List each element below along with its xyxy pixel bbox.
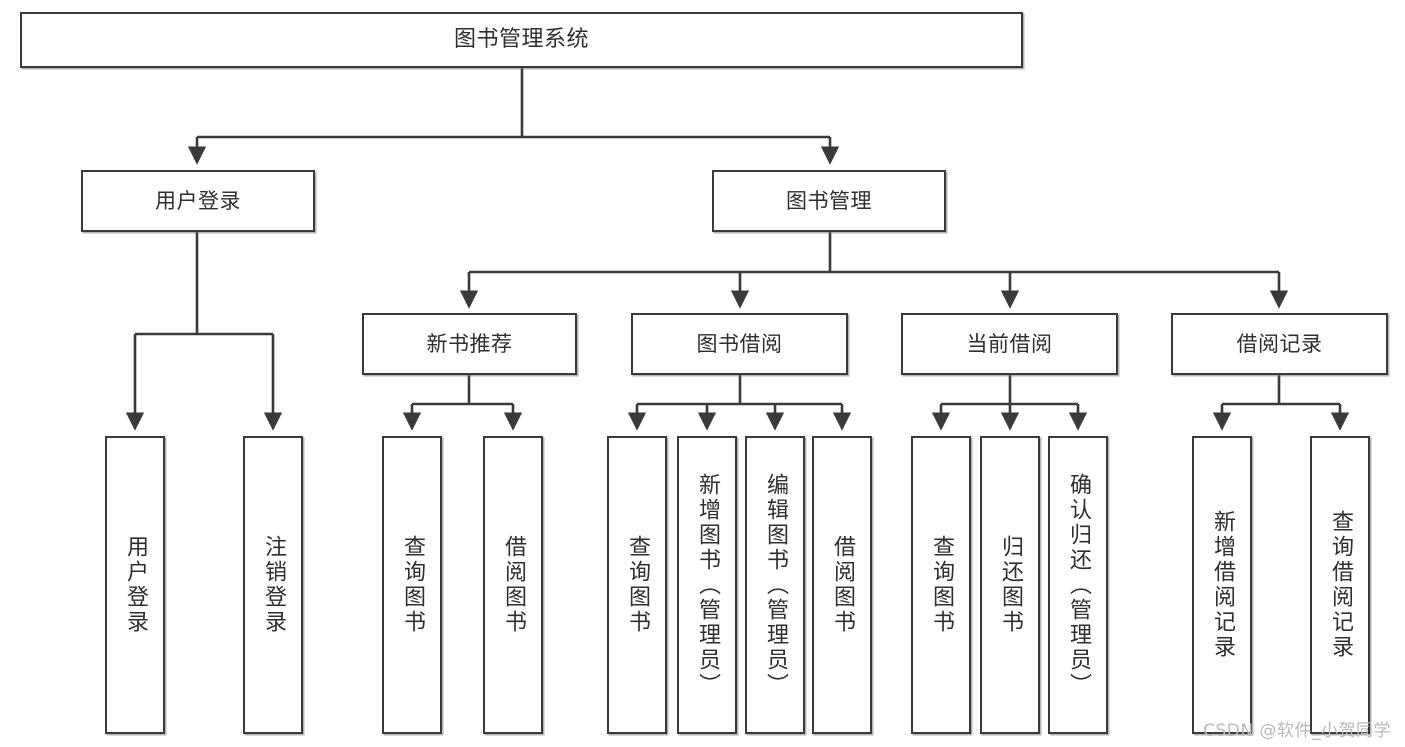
node-user-login[interactable]: 用户登录 (81, 170, 315, 232)
leaf-new-book-borrow-book[interactable]: 借阅图书 (483, 436, 543, 734)
node-label: 新书推荐 (426, 331, 513, 356)
leaf-borrow-record-query-record[interactable]: 查询借阅记录 (1310, 436, 1370, 734)
leaf-book-borrow-query-book[interactable]: 查询图书 (607, 436, 667, 734)
node-label: 新增借阅记录 (1210, 510, 1235, 660)
leaf-user-login-logout[interactable]: 注销登录 (243, 436, 303, 734)
node-label: 当前借阅 (966, 331, 1053, 356)
leaf-new-book-query-book[interactable]: 查询图书 (382, 436, 442, 734)
leaf-book-borrow-borrow-book[interactable]: 借阅图书 (812, 436, 872, 734)
node-label: 注销登录 (261, 535, 286, 635)
leaf-book-borrow-add-book-admin[interactable]: 新增图书（管理员） (677, 436, 737, 734)
node-root-system[interactable]: 图书管理系统 (20, 12, 1023, 68)
node-book-borrow[interactable]: 图书借阅 (631, 313, 848, 375)
node-label: 借阅图书 (830, 535, 855, 635)
node-book-management[interactable]: 图书管理 (712, 170, 946, 232)
node-label: 新增图书（管理员） (695, 472, 720, 698)
node-label: 借阅图书 (501, 535, 526, 635)
leaf-book-borrow-edit-book-admin[interactable]: 编辑图书（管理员） (745, 436, 805, 734)
node-borrow-record[interactable]: 借阅记录 (1171, 313, 1388, 375)
leaf-borrow-record-add-record[interactable]: 新增借阅记录 (1192, 436, 1252, 734)
node-label: 图书管理系统 (453, 27, 589, 53)
leaf-user-login-login[interactable]: 用户登录 (105, 436, 165, 734)
node-label: 用户登录 (155, 188, 241, 213)
node-current-borrow[interactable]: 当前借阅 (901, 313, 1118, 375)
node-label: 图书管理 (786, 188, 872, 213)
leaf-current-borrow-confirm-return-admin[interactable]: 确认归还（管理员） (1048, 436, 1108, 734)
leaf-current-borrow-query-book[interactable]: 查询图书 (911, 436, 971, 734)
node-label: 查询图书 (929, 535, 954, 635)
leaf-current-borrow-return-book[interactable]: 归还图书 (980, 436, 1040, 734)
node-label: 编辑图书（管理员） (763, 472, 788, 698)
node-label: 查询借阅记录 (1328, 510, 1353, 660)
node-label: 借阅记录 (1236, 331, 1323, 356)
node-label: 查询图书 (625, 535, 650, 635)
node-new-book-recommend[interactable]: 新书推荐 (362, 313, 577, 375)
node-label: 图书借阅 (696, 331, 783, 356)
node-label: 归还图书 (998, 535, 1023, 635)
node-label: 查询图书 (400, 535, 425, 635)
node-label: 用户登录 (123, 535, 148, 635)
node-label: 确认归还（管理员） (1066, 472, 1091, 698)
csdn-watermark: CSDN @软件_小贺同学 (1203, 721, 1391, 741)
